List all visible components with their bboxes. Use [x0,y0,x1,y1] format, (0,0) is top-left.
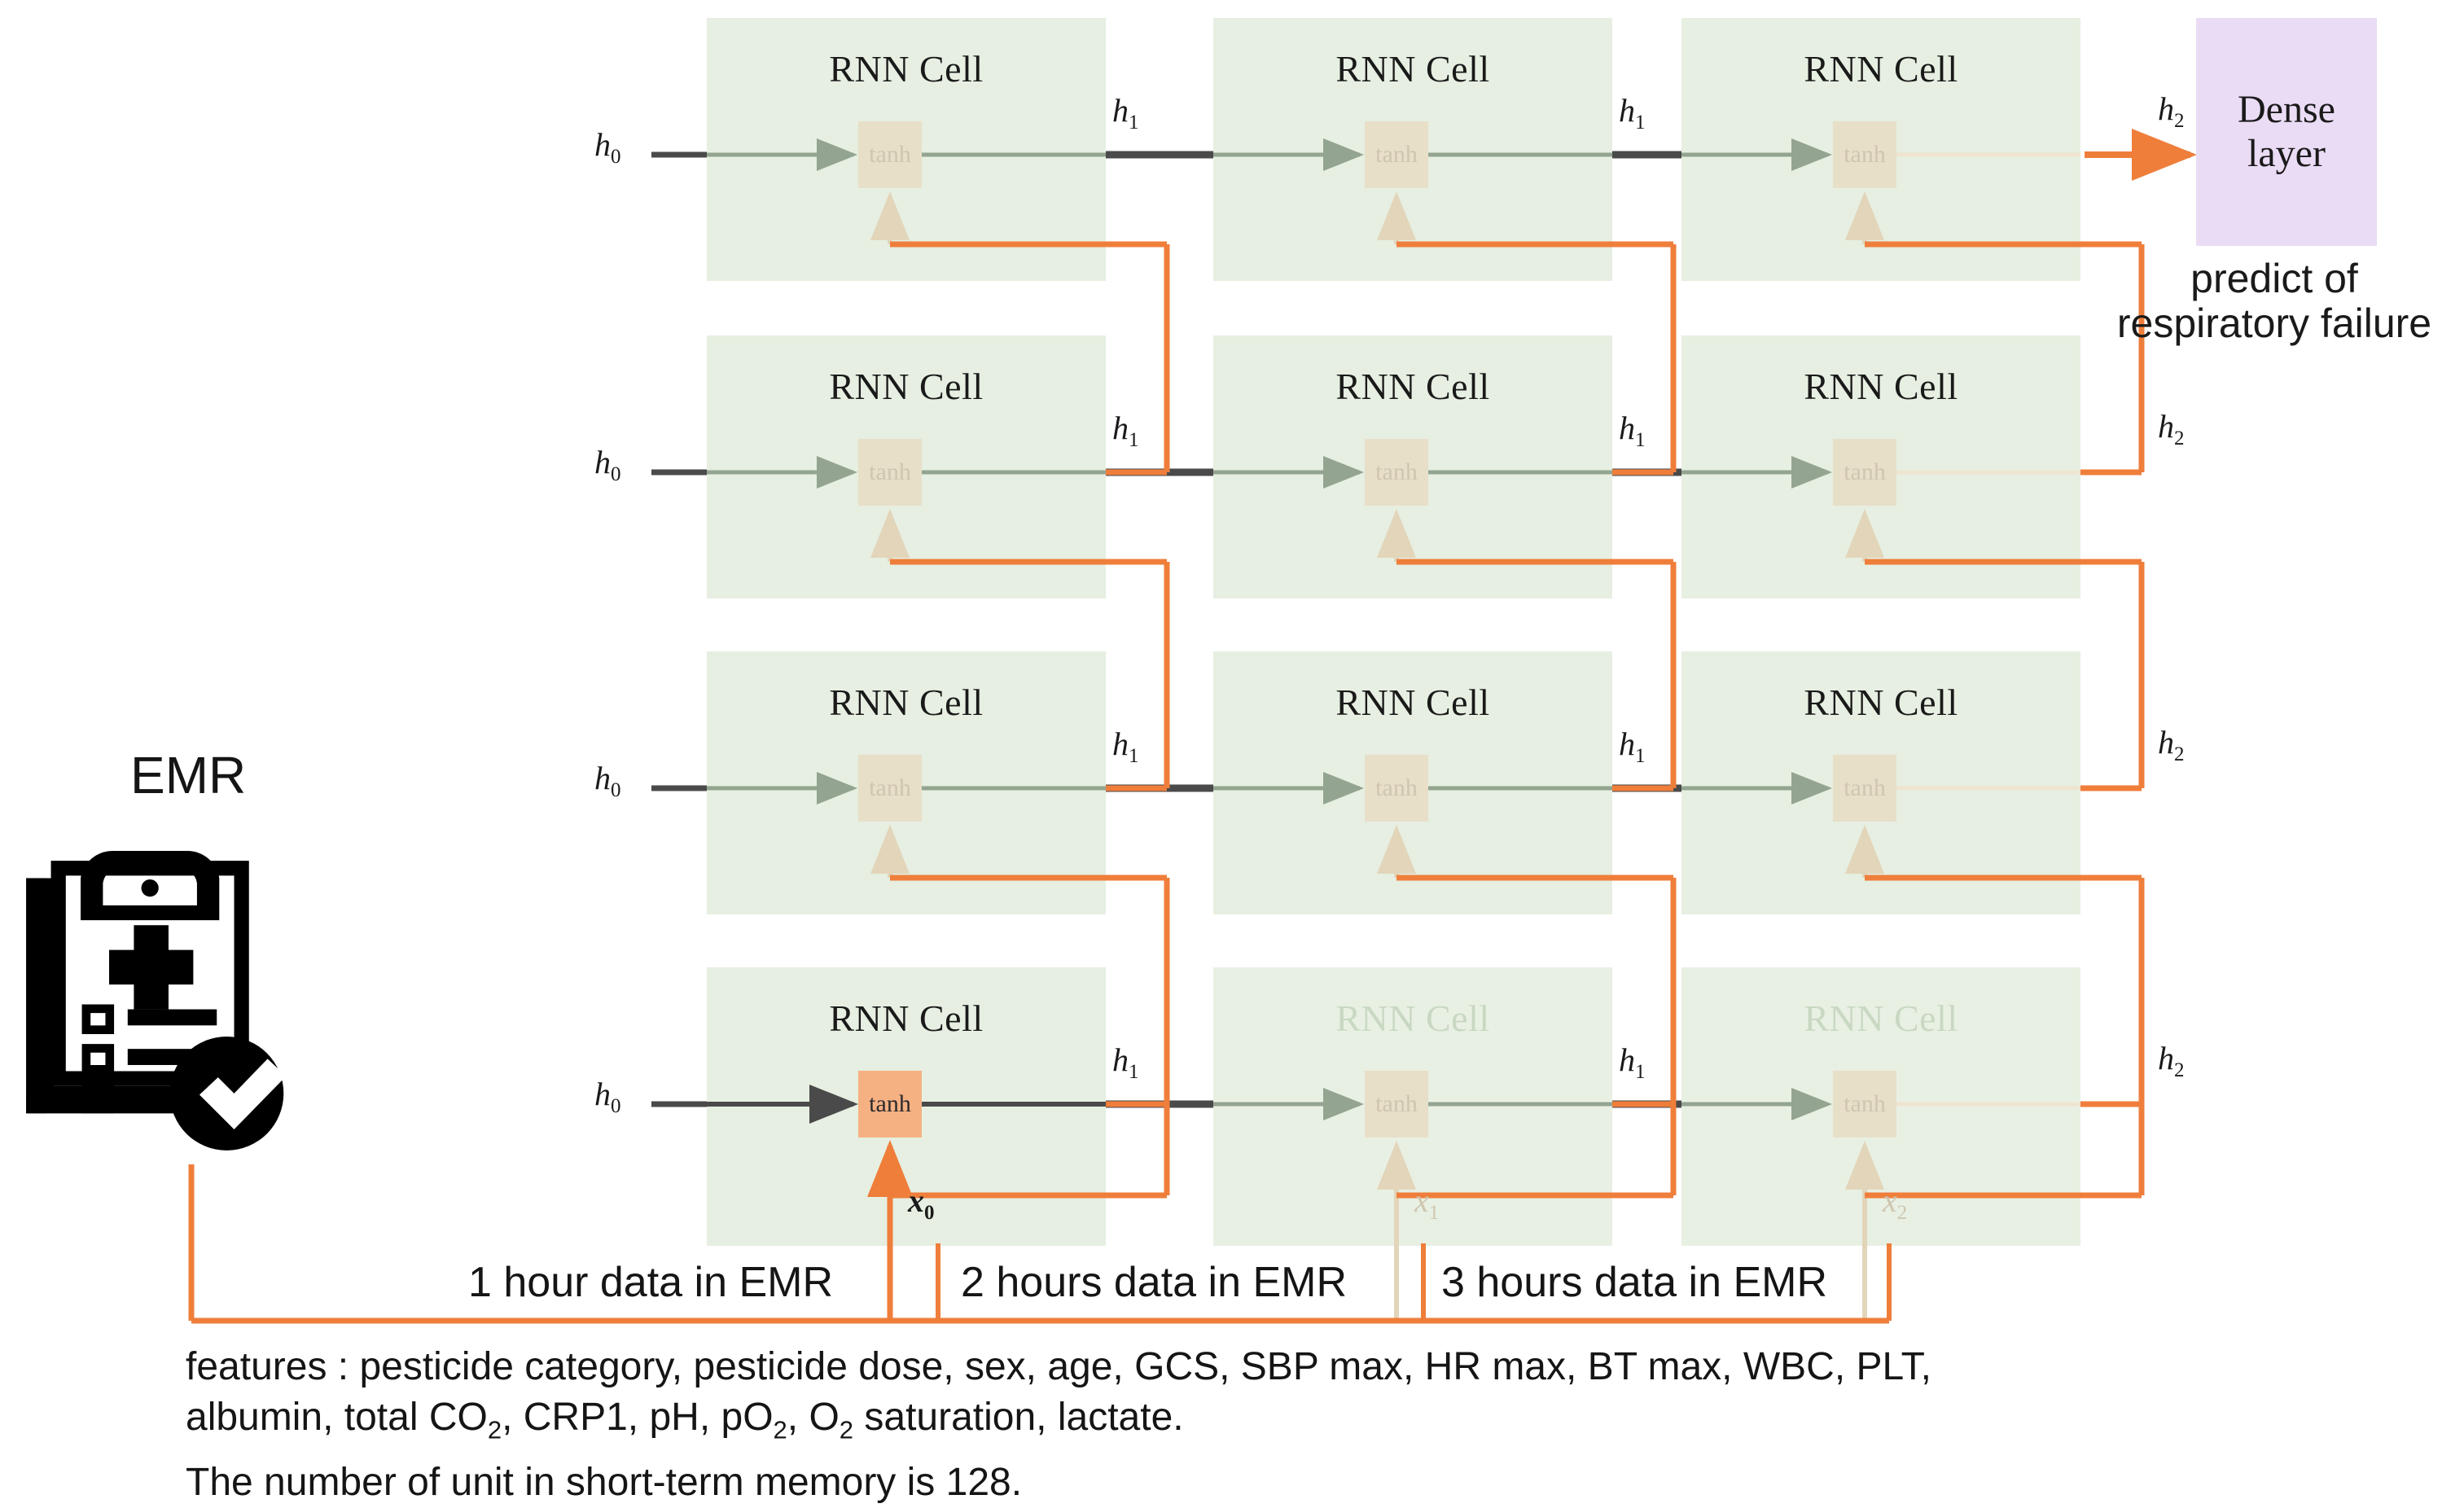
rnn-cell-label: RNN Cell [829,366,984,407]
features-line-2b: , CRP1, pH, pO [502,1396,774,1440]
h1-label-r4-c2: h1 [1619,1041,1646,1083]
hour-label-1: 1 hour data in EMR [468,1259,834,1306]
rnn-cell-label: RNN Cell [1335,48,1490,90]
h1-label-r2-c1: h1 [1112,410,1139,451]
rnn-cell-r2-c1[interactable]: RNN Cell tanh [707,335,1106,598]
prediction-label: predict of respiratory failure [2116,256,2432,346]
hour-label-2: 2 hours data in EMR [961,1259,1348,1306]
rnn-cell-label: RNN Cell [829,48,984,90]
rnn-cell-label: RNN Cell [1804,997,1958,1039]
h0-label-r1: h0 [594,126,621,168]
tanh-box-r2-c2[interactable]: tanh [1365,439,1428,506]
tanh-box-r1-c1[interactable]: tanh [858,121,922,188]
h2-label-r1: h2 [2158,90,2185,132]
emr-title: EMR [130,746,247,804]
h1-label-r2-c2: h1 [1619,410,1646,451]
dense-layer-box: Dense layer [2196,18,2377,246]
tanh-box-r3-c3[interactable]: tanh [1833,755,1896,822]
rnn-cell-label: RNN Cell [1335,997,1490,1039]
tanh-box-r3-c1[interactable]: tanh [858,755,922,822]
rnn-cell-label: RNN Cell [1804,48,1958,90]
h0-label-r4: h0 [594,1076,621,1117]
h0-label-r3: h0 [594,760,621,801]
tanh-box-r4-c1[interactable]: tanh [858,1071,922,1138]
h1-label-r3-c1: h1 [1112,726,1139,767]
features-note: features : pesticide category, pesticide… [186,1342,2303,1447]
h0-label-r2: h0 [594,444,621,485]
tanh-box-r4-c2[interactable]: tanh [1365,1071,1428,1138]
features-line-2c: , O [787,1396,840,1440]
h1-label-r3-c2: h1 [1619,726,1646,767]
features-line-2d: saturation, lactate. [853,1396,1184,1440]
x-label-c3: x2 [1883,1182,1908,1224]
co2-subscript: 2 [487,1415,502,1444]
rnn-cell-r2-c2[interactable]: RNN Cell tanh [1213,335,1612,598]
rnn-cell-label: RNN Cell [829,997,984,1039]
h1-label-r1-c1: h1 [1112,92,1139,134]
h2-label-r2: h2 [2158,408,2185,449]
rnn-cell-label: RNN Cell [1335,366,1490,407]
h2-label-r3: h2 [2158,724,2185,765]
x-label-c1: x0 [908,1182,935,1224]
o2-subscript: 2 [839,1415,854,1444]
tanh-box-r2-c3[interactable]: tanh [1833,439,1896,506]
x-label-c2: x1 [1414,1182,1440,1224]
tanh-box-r1-c2[interactable]: tanh [1365,121,1428,188]
features-line-2a: albumin, total CO [186,1396,488,1440]
features-line-1: features : pesticide category, pesticide… [186,1345,1931,1388]
hour-label-3: 3 hours data in EMR [1441,1259,1828,1306]
tanh-box-r4-c3[interactable]: tanh [1833,1071,1896,1138]
rnn-cell-r3-c3[interactable]: RNN Cell tanh [1681,651,2080,914]
rnn-cell-label: RNN Cell [1804,682,1958,723]
tanh-box-r1-c3[interactable]: tanh [1833,121,1896,188]
po2-subscript: 2 [773,1415,787,1444]
rnn-cell-label: RNN Cell [829,682,984,723]
tanh-box-r2-c1[interactable]: tanh [858,439,922,506]
rnn-cell-r4-c3[interactable]: RNN Cell tanh [1681,967,2080,1246]
h2-label-r4: h2 [2158,1040,2185,1081]
rnn-cell-label: RNN Cell [1804,366,1958,407]
tanh-box-r3-c2[interactable]: tanh [1365,755,1428,822]
rnn-cell-label: RNN Cell [1335,682,1490,723]
h1-label-r4-c1: h1 [1112,1041,1139,1083]
h1-label-r1-c2: h1 [1619,92,1646,134]
units-note: The number of unit in short-term memory … [186,1461,1023,1504]
rnn-cell-r4-c2[interactable]: RNN Cell tanh [1213,967,1612,1246]
